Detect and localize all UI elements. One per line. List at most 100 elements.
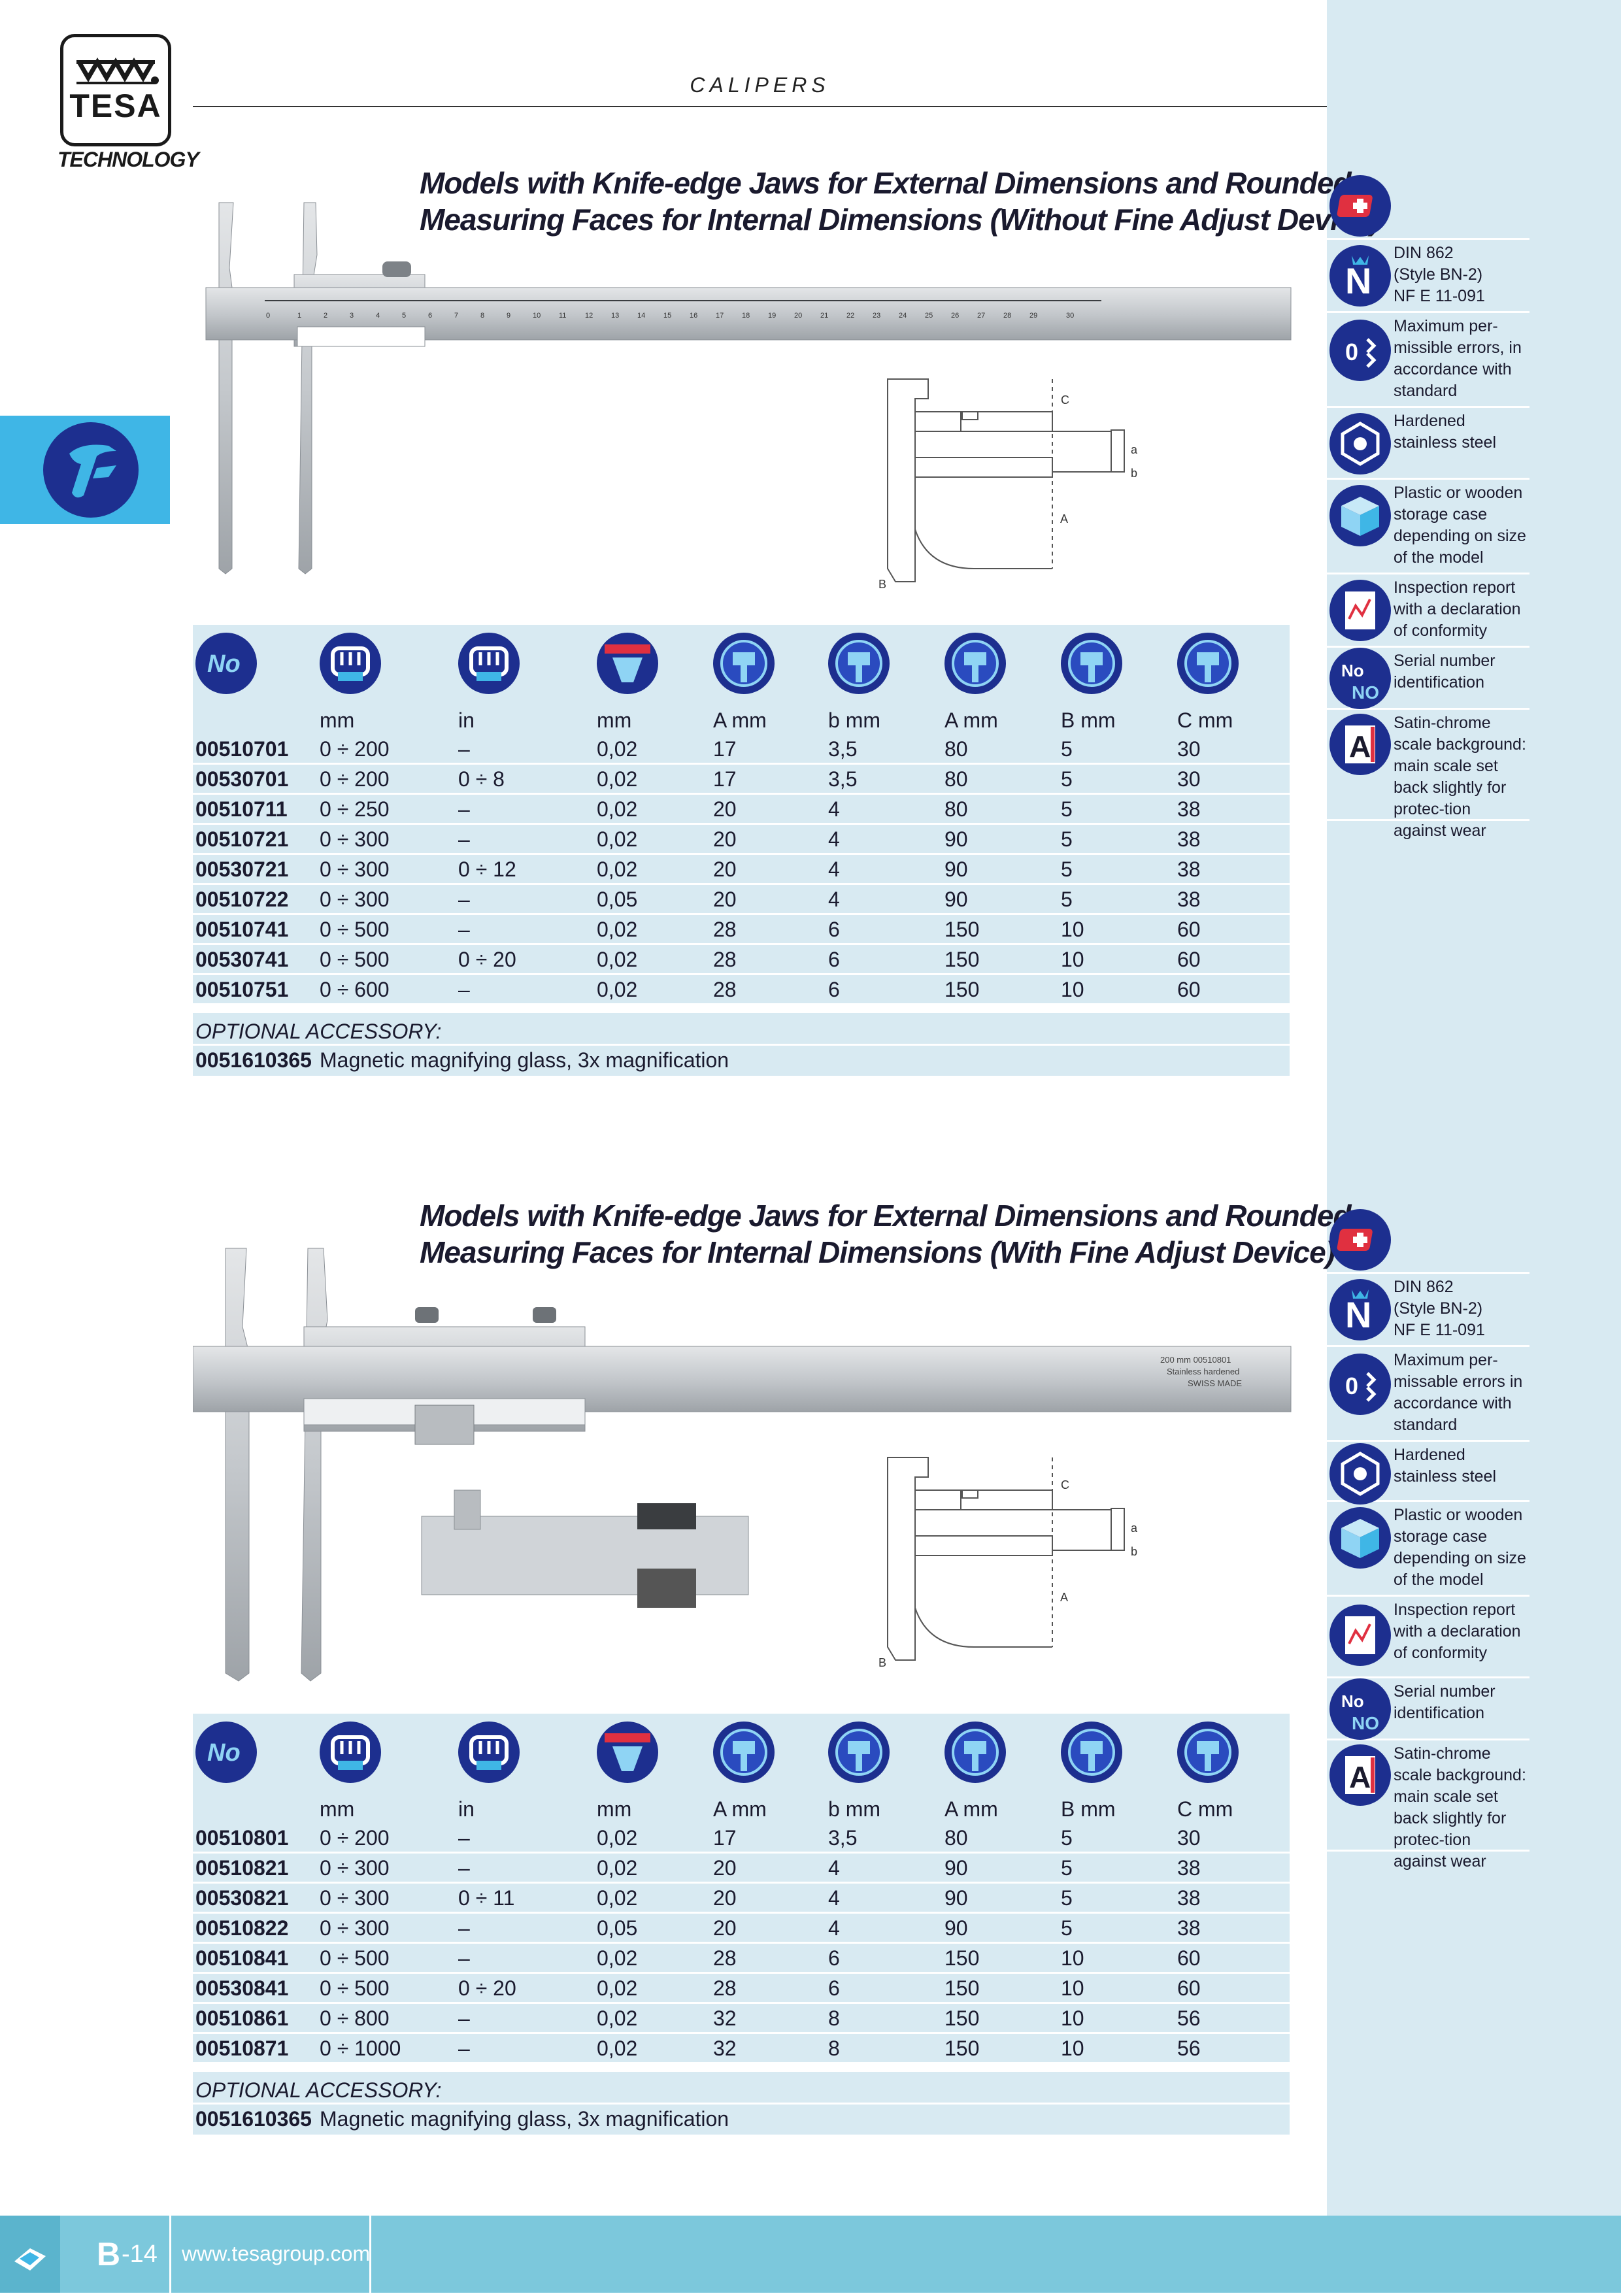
svg-text:23: 23 bbox=[873, 312, 880, 320]
svg-text:12: 12 bbox=[585, 312, 593, 320]
svg-text:A: A bbox=[1349, 1760, 1371, 1794]
page-footer: B -14 www.tesagroup.com bbox=[0, 2216, 1621, 2293]
table-cell: 0,02 bbox=[597, 948, 638, 971]
table-cell: – bbox=[458, 737, 470, 761]
article-number: 00510701 bbox=[195, 737, 289, 761]
jaw-A-icon bbox=[713, 633, 775, 694]
table2-units-row: mm in mm A mm b mm A mm B mm C mm bbox=[193, 1791, 1290, 1823]
table-cell: 38 bbox=[1177, 1886, 1201, 1910]
accessory-code: 0051610365 bbox=[195, 1048, 312, 1072]
svg-text:No: No bbox=[1341, 1691, 1364, 1711]
table-cell: 4 bbox=[828, 1916, 840, 1940]
article-number: 00530841 bbox=[195, 1976, 289, 2000]
feature-text: DIN 862 (Style BN-2) NF E 11-091 bbox=[1394, 244, 1485, 305]
table-cell: 17 bbox=[713, 1826, 737, 1850]
table-cell: 4 bbox=[828, 797, 840, 821]
table2-accessory-row: 0051610365 Magnetic magnifying glass, 3x… bbox=[193, 2105, 1290, 2135]
footer-brand-icon bbox=[14, 2248, 46, 2271]
svg-text:A: A bbox=[1349, 729, 1371, 763]
table-cell: 28 bbox=[713, 1976, 737, 2000]
diagram2-label-b: b bbox=[1131, 1545, 1137, 1558]
website-link[interactable]: www.tesagroup.com bbox=[182, 2242, 371, 2265]
swiss-cross-icon bbox=[1329, 1209, 1391, 1271]
table1-gap bbox=[193, 1005, 1290, 1013]
caliper2-label-model: 200 mm 00510801 bbox=[1160, 1355, 1231, 1365]
table-cell: – bbox=[458, 918, 470, 941]
section2-title-line1: Models with Knife-edge Jaws for External… bbox=[420, 1199, 1352, 1233]
table-cell: 5 bbox=[1061, 1826, 1073, 1850]
table-cell: 17 bbox=[713, 767, 737, 791]
svg-text:15: 15 bbox=[663, 312, 671, 320]
table-cell: 0 ÷ 12 bbox=[458, 857, 516, 881]
table-cell: 90 bbox=[944, 1886, 968, 1910]
table-cell: 28 bbox=[713, 948, 737, 971]
table-cell: 5 bbox=[1061, 888, 1073, 911]
svg-text:27: 27 bbox=[977, 312, 985, 320]
swiss-cross-icon bbox=[1329, 175, 1391, 237]
resolution-icon bbox=[597, 1722, 658, 1783]
table-cell: – bbox=[458, 978, 470, 1001]
caliper2-label-material: Stainless hardened bbox=[1167, 1367, 1239, 1376]
table-cell: 0 ÷ 250 bbox=[320, 797, 390, 821]
table-cell: 150 bbox=[944, 1976, 980, 2000]
tesa-logo: TESA bbox=[60, 34, 171, 146]
table-cell: 32 bbox=[713, 2037, 737, 2060]
diagram1-label-a: a bbox=[1131, 443, 1138, 456]
table-cell: 80 bbox=[944, 1826, 968, 1850]
svg-text:0: 0 bbox=[1345, 1373, 1358, 1399]
table-cell: 5 bbox=[1061, 797, 1073, 821]
table-cell: 30 bbox=[1177, 737, 1201, 761]
feature-inspection-report: Inspection report with a declaration of … bbox=[1327, 1597, 1529, 1678]
table-cell: 0,02 bbox=[597, 1886, 638, 1910]
table-cell: 3,5 bbox=[828, 1826, 858, 1850]
svg-text:29: 29 bbox=[1029, 312, 1037, 320]
article-number: 00510871 bbox=[195, 2037, 289, 2060]
svg-text:7: 7 bbox=[454, 312, 458, 320]
table-cell: 20 bbox=[713, 1856, 737, 1880]
table-cell: 5 bbox=[1061, 827, 1073, 851]
svg-text:18: 18 bbox=[742, 312, 750, 320]
article-number: 00510821 bbox=[195, 1856, 289, 1880]
resolution-icon bbox=[597, 633, 658, 694]
table-cell: 80 bbox=[944, 797, 968, 821]
svg-text:3: 3 bbox=[350, 312, 354, 320]
table-cell: 8 bbox=[828, 2006, 840, 2030]
chapter-tab[interactable] bbox=[0, 416, 170, 524]
table-cell: 0,05 bbox=[597, 888, 638, 911]
table-cell: 56 bbox=[1177, 2006, 1201, 2030]
table-cell: – bbox=[458, 2037, 470, 2060]
jaw-b-icon bbox=[828, 1722, 890, 1783]
table-cell: 5 bbox=[1061, 1856, 1073, 1880]
footer-logo-box bbox=[0, 2216, 60, 2293]
svg-text:17: 17 bbox=[716, 312, 724, 320]
table1-accessory-row: 0051610365 Magnetic magnifying glass, 3x… bbox=[193, 1046, 1290, 1076]
table-cell: 30 bbox=[1177, 1826, 1201, 1850]
table-cell: – bbox=[458, 2006, 470, 2030]
feature-hardened-steel: Hardened stainless steel bbox=[1327, 1442, 1529, 1505]
jaw-b-icon bbox=[828, 633, 890, 694]
section1-title-line2: Measuring Faces for Internal Dimensions … bbox=[420, 203, 1380, 237]
range-in-icon bbox=[458, 633, 520, 694]
table-cell: 17 bbox=[713, 737, 737, 761]
table-cell: 150 bbox=[944, 2037, 980, 2060]
table-cell: 0 ÷ 500 bbox=[320, 1976, 390, 2000]
table-cell: 0 ÷ 20 bbox=[458, 1976, 516, 2000]
table-cell: 5 bbox=[1061, 767, 1073, 791]
unit-header: b mm bbox=[828, 1797, 880, 1821]
svg-text:No: No bbox=[1341, 661, 1364, 680]
svg-text:25: 25 bbox=[925, 312, 933, 320]
svg-text:NO: NO bbox=[1352, 682, 1379, 703]
unit-header: mm bbox=[597, 1797, 632, 1821]
section2-title: Models with Knife-edge Jaws for External… bbox=[420, 1197, 1352, 1271]
unit-header: C mm bbox=[1177, 708, 1233, 732]
svg-text:0: 0 bbox=[1345, 339, 1358, 365]
jaw-C-icon bbox=[1177, 633, 1239, 694]
section1-title-line1: Models with Knife-edge Jaws for External… bbox=[420, 166, 1352, 200]
standard-n-icon: N bbox=[1329, 245, 1391, 307]
